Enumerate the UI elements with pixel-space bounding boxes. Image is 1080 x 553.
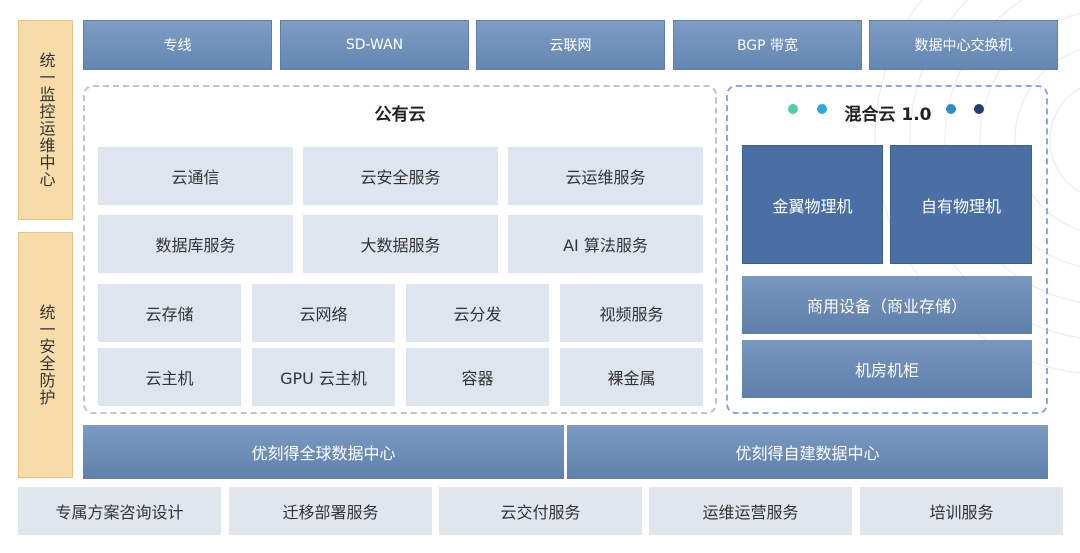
server-room-rack: 机房机柜 [742, 340, 1032, 398]
decor-dot-3 [946, 104, 956, 114]
svc-container: 容器 [406, 348, 549, 406]
svc-cloud-storage: 云存储 [98, 284, 241, 342]
background-arcs [874, 0, 1080, 374]
hybrid-cloud-panel [726, 85, 1048, 414]
svc-cloud-ops: 云运维服务 [508, 147, 703, 205]
net-cloud-connect: 云联网 [476, 20, 665, 70]
own-physical-machine: 自有物理机 [890, 145, 1032, 264]
svc-cloud-communication: 云通信 [98, 147, 293, 205]
svc-cloud-security: 云安全服务 [303, 147, 498, 205]
service-migration: 迁移部署服务 [229, 487, 432, 535]
svc-video: 视频服务 [560, 284, 703, 342]
hybrid-cloud-title: 混合云 1.0 [844, 105, 932, 125]
svc-ai-algorithm: AI 算法服务 [508, 215, 703, 273]
golden-wing-physical-machine: 金翼物理机 [742, 145, 883, 264]
own-datacenter: 优刻得自建数据中心 [567, 425, 1048, 479]
svc-bare-metal: 裸金属 [560, 348, 703, 406]
net-sd-wan: SD-WAN [280, 20, 469, 70]
svc-gpu-host: GPU 云主机 [252, 348, 395, 406]
unified-monitoring-bar: 统一监控运维中心 [18, 20, 73, 220]
svc-cloud-host: 云主机 [98, 348, 241, 406]
service-cloud-delivery: 云交付服务 [439, 487, 642, 535]
unified-monitoring-label: 统一监控运维中心 [36, 52, 56, 188]
net-dedicated-line: 专线 [83, 20, 272, 70]
net-bgp-bandwidth: BGP 带宽 [673, 20, 862, 70]
public-cloud-title: 公有云 [374, 105, 426, 125]
commercial-storage-device: 商用设备（商业存储） [742, 276, 1032, 334]
service-consulting-design: 专属方案咨询设计 [18, 487, 221, 535]
net-dc-switch: 数据中心交换机 [869, 20, 1058, 70]
unified-security-label: 统一安全防护 [36, 304, 56, 406]
unified-security-bar: 统一安全防护 [18, 232, 73, 478]
decor-dot-2 [817, 104, 827, 114]
decor-dot-1 [788, 104, 798, 114]
global-datacenter: 优刻得全球数据中心 [83, 425, 564, 479]
svc-big-data: 大数据服务 [303, 215, 498, 273]
service-training: 培训服务 [860, 487, 1063, 535]
service-ops: 运维运营服务 [649, 487, 852, 535]
svc-cloud-network: 云网络 [252, 284, 395, 342]
svc-cloud-distribution: 云分发 [406, 284, 549, 342]
decor-dot-4 [974, 104, 984, 114]
svc-database: 数据库服务 [98, 215, 293, 273]
public-cloud-panel [83, 85, 717, 414]
